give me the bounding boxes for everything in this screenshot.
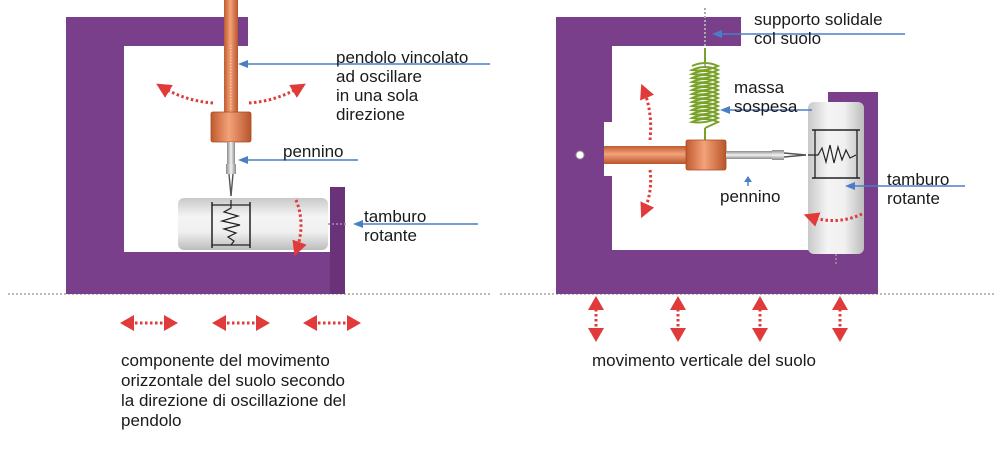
vertical-motion-arrow [832, 296, 848, 342]
right-panel [500, 8, 995, 342]
left-label-drum-line: rotante [364, 226, 417, 245]
right-label-support: supporto solidale col suolo [754, 10, 883, 48]
right-label-support-line: supporto solidale [754, 10, 883, 29]
right-label-mass: massa sospesa [734, 78, 797, 116]
left-caption-line: orizzontale del suolo secondo [121, 371, 345, 390]
left-swing-arrow-left [156, 83, 214, 105]
right-pointer-pen [744, 176, 752, 186]
left-panel [8, 0, 490, 331]
right-pen-holder [726, 151, 772, 159]
right-swing-arrow-down [640, 169, 655, 219]
left-label-pen: pennino [283, 142, 344, 161]
right-swing-arrow-up [640, 83, 654, 141]
horizontal-motion-arrow [303, 315, 361, 331]
horizontal-motion-arrow [212, 315, 270, 331]
left-pendulum-mass [210, 111, 252, 143]
left-pointer-pendulum [238, 60, 490, 68]
vertical-motion-arrow [752, 296, 768, 342]
right-caption: movimento verticale del suolo [592, 351, 816, 370]
left-caption-line: pendolo [121, 411, 182, 430]
left-label-pendulum-line: ad oscillare [336, 67, 422, 86]
right-label-drum-line: tamburo [887, 170, 950, 189]
right-label-mass-line: sospesa [734, 97, 798, 116]
right-pointer-mass [720, 106, 812, 114]
right-label-mass-line: massa [734, 78, 785, 97]
left-pointer-pen [238, 156, 358, 164]
left-label-pendulum-line: direzione [336, 105, 405, 124]
right-pointer-drum [845, 182, 965, 190]
right-label-pen: pennino [720, 187, 781, 206]
left-label-drum-line: tamburo [364, 207, 427, 226]
right-spring [688, 48, 721, 140]
left-label-drum: tamburo rotante [364, 207, 426, 245]
left-pen-holder [227, 142, 235, 164]
left-label-pendulum: pendolo vincolato ad oscillare in una so… [336, 48, 468, 124]
right-drum-rotation-arrow [803, 212, 863, 227]
left-swing-arrow-right [248, 83, 306, 105]
right-label-drum: tamburo rotante [887, 170, 949, 208]
left-ground-arrows [120, 315, 361, 331]
left-caption-line: la direzione di oscillazione del [121, 391, 346, 410]
left-label-pendulum-line: in una sola [336, 86, 419, 105]
left-frame [66, 17, 345, 294]
left-drum-rotation-arrow [292, 199, 307, 257]
right-pointer-support [712, 30, 905, 38]
left-label-pendulum-line: pendolo vincolato [336, 48, 469, 67]
right-label-support-line: col suolo [754, 29, 822, 48]
left-caption: componente del movimento orizzontale del… [121, 351, 346, 431]
left-frame-shade [330, 187, 345, 294]
vertical-motion-arrow [588, 296, 604, 342]
left-pointer-drum [353, 220, 478, 228]
left-caption-line: componente del movimento [121, 351, 330, 370]
left-drum [178, 198, 346, 250]
right-mass [685, 139, 727, 171]
right-frame-screw [575, 150, 585, 160]
vertical-motion-arrow [670, 296, 686, 342]
right-pendulum-arm [604, 146, 690, 164]
right-ground-arrows [588, 296, 848, 342]
right-drum [808, 102, 864, 266]
horizontal-motion-arrow [120, 315, 178, 331]
right-frame [556, 17, 878, 294]
right-label-drum-line: rotante [887, 189, 940, 208]
